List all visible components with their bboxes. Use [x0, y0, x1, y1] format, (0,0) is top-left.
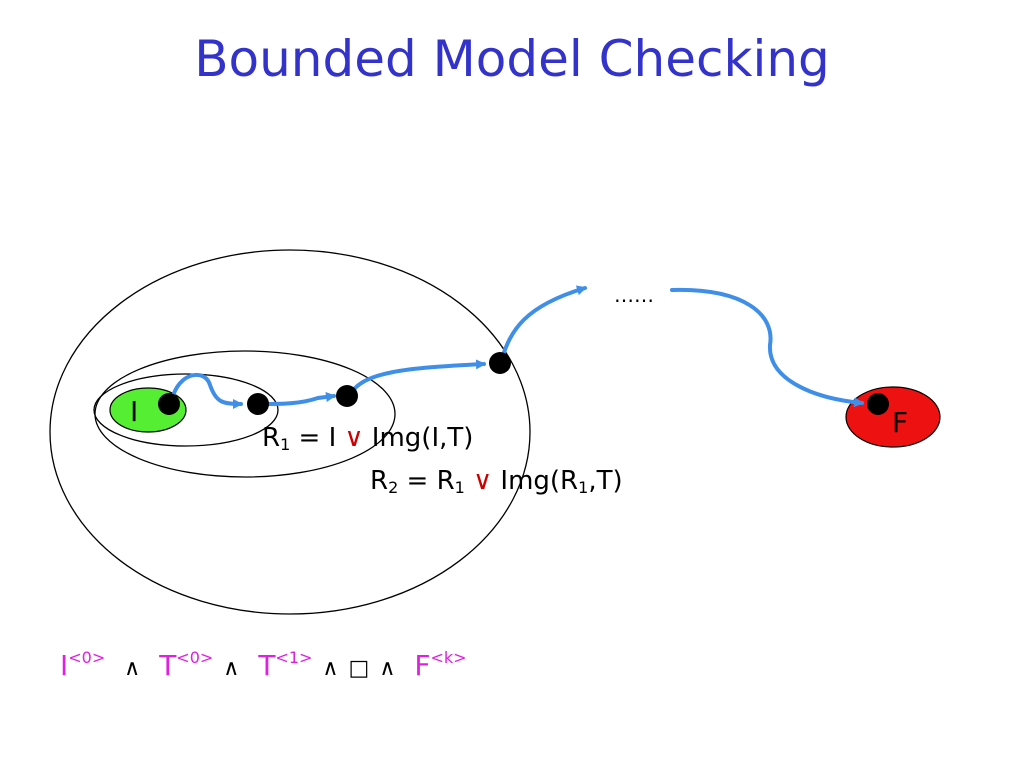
- state-dot-2: [336, 385, 358, 407]
- initial-state-label: I: [130, 395, 138, 428]
- r1-lhs-subscript: 1: [280, 435, 291, 454]
- transition-arrow-3: [348, 359, 486, 397]
- formula-term-t0: T: [159, 649, 177, 682]
- formula-and-2: ∧: [223, 656, 240, 681]
- r2-or-operator: ∨: [464, 466, 493, 496]
- r1-or-operator: ∨: [344, 423, 364, 453]
- r1-lhs: R: [262, 423, 281, 453]
- r2-rest-a: Img(R: [492, 466, 579, 496]
- formula-and-3: ∧: [322, 656, 339, 681]
- state-dot-final: [867, 393, 889, 415]
- formula-sup-init: <0>: [68, 648, 106, 667]
- r1-rest-b: Img(I,T): [363, 423, 474, 453]
- formula-sup-final: <k>: [430, 648, 467, 667]
- formula-term-init: I: [60, 649, 69, 682]
- transition-arrow-5: [670, 287, 864, 408]
- state-dot-3: [489, 352, 511, 374]
- r2-mid-a: = R: [398, 466, 455, 496]
- ellipsis-label: ……: [614, 283, 654, 307]
- final-state-label: F: [892, 406, 908, 439]
- formula-and-1: ∧: [124, 656, 141, 681]
- outer-reachable-set: [49, 249, 531, 615]
- formula-sup-t0: <0>: [176, 648, 214, 667]
- formula-term-final: F: [414, 649, 431, 682]
- r2-lhs-subscript: 2: [388, 478, 399, 497]
- state-dot-0: [158, 393, 180, 415]
- formula-ellipsis-box: □: [348, 656, 370, 681]
- slide-title: Bounded Model Checking: [194, 30, 830, 88]
- r1-rest-a: = I: [290, 423, 345, 453]
- formula-term-t1: T: [258, 649, 276, 682]
- formula-sup-t1: <1>: [275, 648, 313, 667]
- transition-arrow-4: [499, 285, 587, 364]
- transition-arrow-1: [170, 373, 243, 409]
- r2-equation: R2 = R1 ∨ Img(R1,T): [370, 466, 623, 497]
- inner-reachable-set: [93, 373, 279, 447]
- state-dot-1: [247, 393, 269, 415]
- formula-and-4: ∧: [379, 656, 396, 681]
- r2-mid-subscript: 1: [454, 478, 465, 497]
- r2-lhs: R: [370, 466, 389, 496]
- r2-rest-b: ,T): [588, 466, 623, 496]
- r2-rest-subscript: 1: [578, 478, 589, 497]
- r1-equation: R1 = I ∨ Img(I,T): [262, 423, 473, 454]
- bmc-formula: I<0> ∧ T<0>∧ T<1>∧□∧ F<k>: [60, 648, 467, 682]
